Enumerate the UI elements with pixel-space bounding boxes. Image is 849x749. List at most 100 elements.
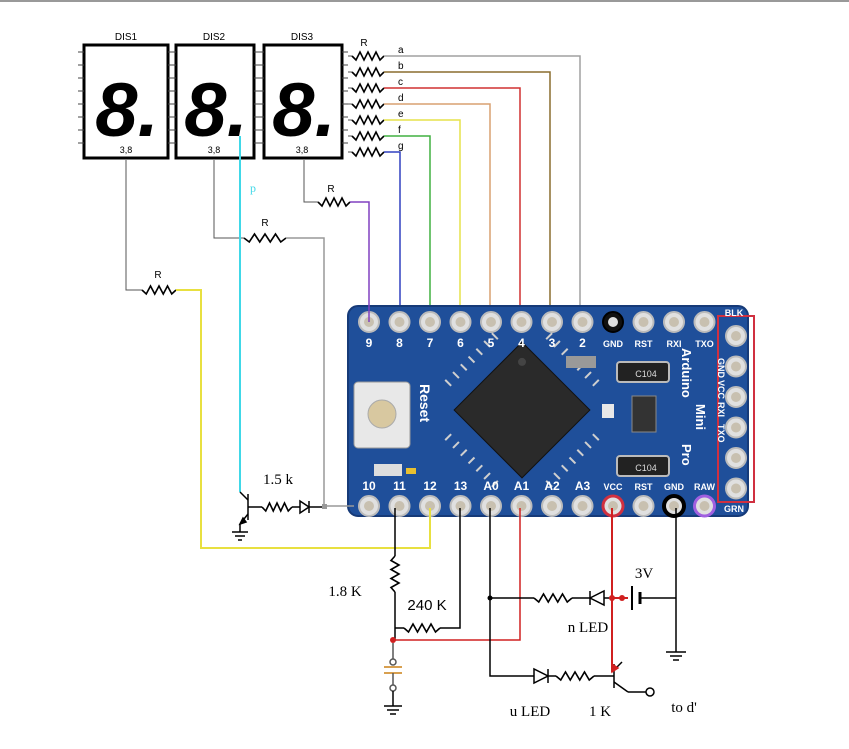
resistor-dis2 — [243, 232, 287, 244]
resistor-zigzag — [533, 592, 573, 604]
mcu-leg — [545, 480, 553, 488]
right-bottom-label: GRN — [724, 504, 744, 514]
bottom-pin-hole — [699, 501, 710, 511]
npn-transistor-right — [594, 661, 655, 697]
display-digit: 8. — [95, 68, 158, 153]
top-pin-label: 3 — [549, 336, 556, 350]
resistor-zigzag — [243, 232, 287, 244]
bottom-pin-label: GND — [664, 482, 685, 492]
top-pin-label: 9 — [366, 336, 373, 350]
ground-symbol-right — [666, 651, 686, 661]
npn-transistor-left — [232, 491, 262, 541]
wire-dis1-common — [125, 160, 142, 291]
top-pin-label: RST — [635, 339, 654, 349]
bottom-pin-label: VCC — [603, 482, 623, 492]
bottom-pin-label: A0 — [483, 479, 499, 493]
mcu-leg — [475, 348, 483, 356]
bottom-pin-label: A1 — [514, 479, 530, 493]
display-frame — [262, 43, 344, 160]
label-nled: n LED — [568, 620, 609, 636]
segment-label: d — [398, 93, 404, 104]
mcu-leg — [483, 340, 491, 348]
board-name-line1: Arduino — [679, 348, 694, 398]
label-1k8: 1.8 K — [328, 584, 362, 600]
wire-red-a1 — [395, 508, 521, 641]
bottom-pin-label: A3 — [575, 479, 591, 493]
bottom-pin-hole — [364, 501, 374, 511]
mcu-chip — [453, 341, 591, 479]
resistor-zigzag — [351, 50, 385, 62]
resistor-zigzag — [351, 130, 385, 142]
segment-wire — [384, 71, 551, 322]
mcu-leg — [467, 355, 476, 364]
right-pin-hole — [731, 331, 741, 341]
wire-pin13 — [440, 508, 461, 629]
label-battery: 3V — [635, 566, 654, 582]
top-pin-hole — [455, 317, 466, 327]
segment-label: e — [398, 109, 404, 120]
resistor-zigzag — [351, 114, 385, 126]
resistor-dis1 — [141, 284, 177, 296]
mcu-leg — [584, 371, 592, 379]
top-pin-hole — [638, 317, 649, 327]
regulator — [631, 395, 657, 433]
display-pins: 3,8 — [296, 145, 309, 155]
crystal — [566, 356, 596, 368]
top-pin-label: 4 — [518, 336, 525, 350]
segment-label: a — [398, 45, 404, 56]
junction-vcc-2 — [619, 595, 625, 601]
mcu-leg — [553, 340, 561, 348]
wire-violet — [350, 201, 370, 322]
right-pin-label: RXI — [716, 402, 726, 417]
mcu-leg — [460, 449, 468, 457]
junction-a0 — [487, 595, 493, 601]
chip-label-bottom: C104 — [635, 463, 657, 473]
mcu-leg — [561, 348, 569, 356]
reset-label: Reset — [417, 384, 433, 422]
mcu-leg — [592, 379, 600, 387]
bottom-pin-hole — [669, 501, 679, 511]
right-pin-hole — [731, 361, 741, 372]
wire-gray — [286, 237, 354, 507]
bottom-pin-label: RST — [635, 482, 654, 492]
resistor-zigzag — [351, 146, 385, 158]
bottom-pin-label: RAW — [694, 482, 716, 492]
bottom-pin-label: A2 — [544, 479, 560, 493]
right-pin-row — [725, 325, 747, 500]
mcu-leg — [553, 472, 561, 480]
right-pin-labels: GND VCC RXI TXO — [716, 358, 726, 443]
segment-label: f — [398, 125, 401, 136]
reset-button-cap — [367, 399, 397, 429]
label-uled: u LED — [510, 704, 551, 720]
right-pin-hole — [731, 422, 741, 433]
resistor-nled — [533, 592, 573, 604]
bottom-pin-hole — [638, 501, 649, 511]
segment-wire — [384, 87, 521, 322]
display-dis3: DIS3 8. 3,8 — [262, 32, 344, 160]
diode-left — [292, 499, 324, 515]
mcu-leg — [568, 456, 577, 465]
right-pin-hole — [731, 483, 741, 494]
mcu-leg — [452, 371, 460, 379]
mcu-leg — [576, 449, 584, 457]
mcu-leg — [491, 480, 499, 488]
resistor-zigzag — [141, 284, 177, 296]
right-pin-label: TXO — [716, 424, 726, 443]
segment-label: g — [398, 141, 404, 152]
right-pin-hole — [731, 453, 741, 463]
top-pin-hole — [516, 317, 527, 327]
bottom-pin-hole — [608, 501, 618, 511]
segment-label: b — [398, 61, 404, 72]
label-to-d: to d' — [671, 700, 697, 716]
display-digit: 8. — [184, 68, 247, 153]
top-pin-hole — [547, 317, 557, 327]
segment-wire — [384, 119, 461, 322]
junction-red — [390, 637, 396, 643]
label-1k: 1 K — [589, 704, 611, 720]
top-pin-hole — [669, 317, 679, 327]
resistor-1k — [555, 670, 595, 682]
right-pin-label: VCC — [716, 380, 726, 400]
resistor-zigzag — [351, 66, 385, 78]
mcu-leg — [592, 433, 600, 441]
